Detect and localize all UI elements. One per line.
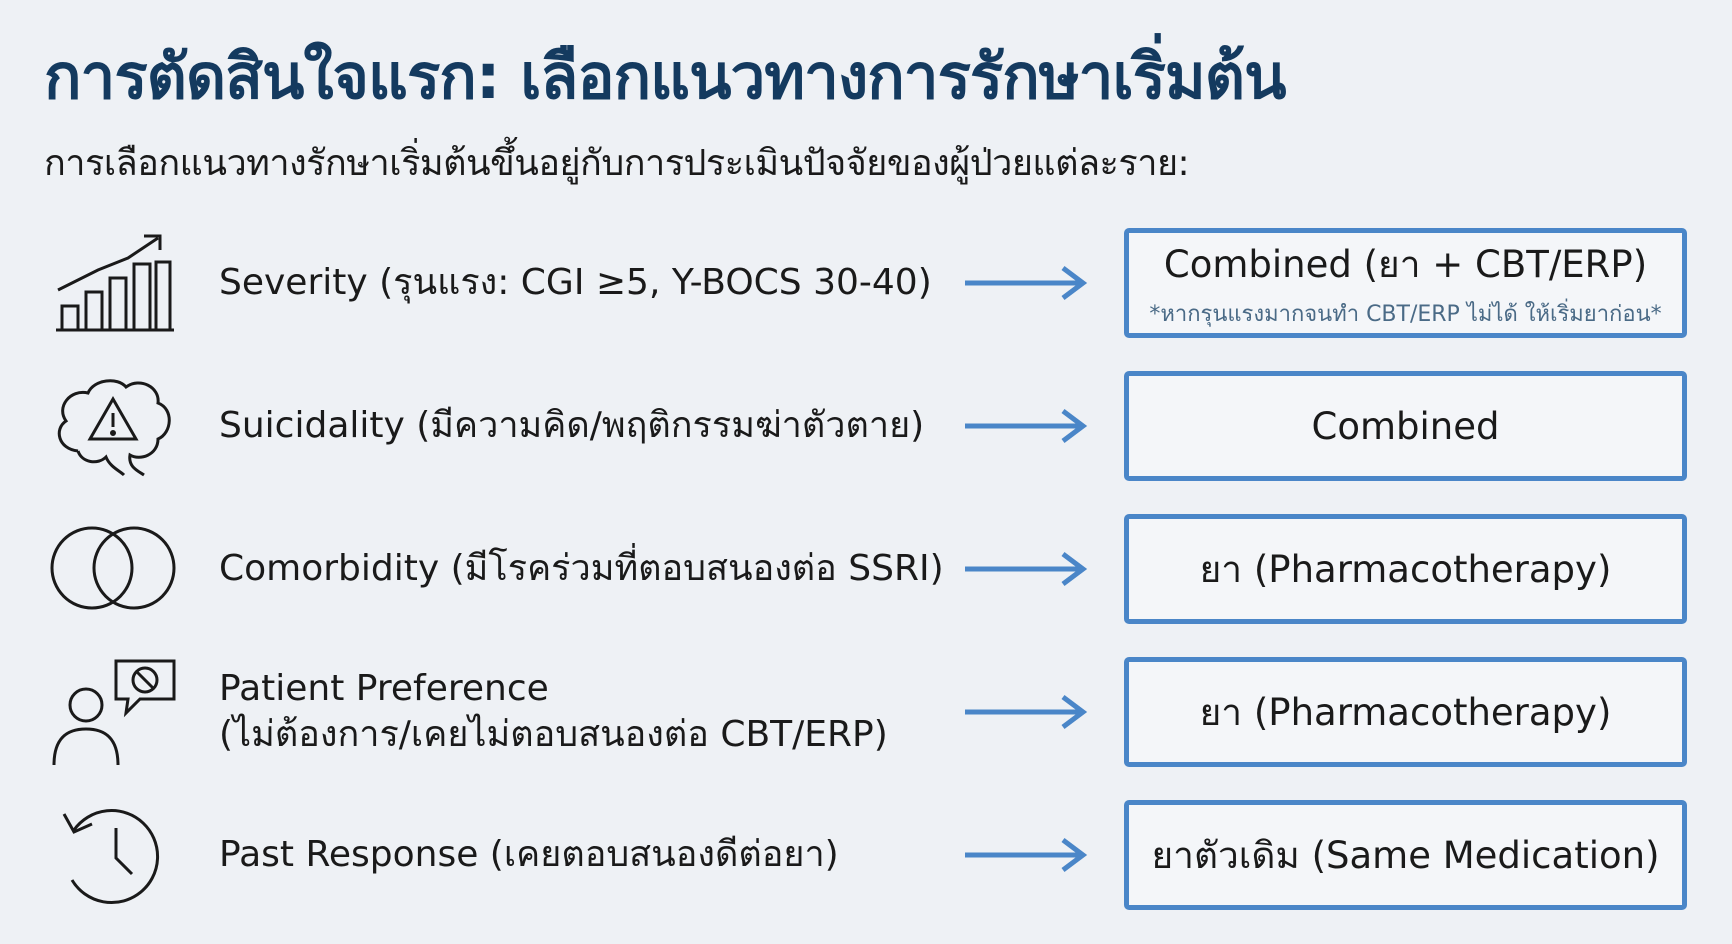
factor-label-line1: Patient Preference (219, 668, 549, 709)
decision-row-patient-preference: Patient Preference (ไม่ต้องการ/เคยไม่ตอบ… (0, 657, 1732, 767)
arrow-right-icon (965, 409, 1088, 443)
recommendation-text: ยา (Pharmacotherapy) (1199, 547, 1612, 591)
recommendation-note: *หากรุนแรงมากจนทำ CBT/ERP ไม่ได้ ให้เริ่… (1149, 302, 1662, 327)
decision-row-past-response: Past Response (เคยตอบสนองดีต่อยา) ยาตัวเ… (0, 800, 1732, 910)
decision-row-suicidality: Suicidality (มีความคิด/พฤติกรรมฆ่าตัวตาย… (0, 371, 1732, 481)
factor-label: Comorbidity (มีโรคร่วมที่ตอบสนองต่อ SSRI… (219, 548, 944, 589)
person-prohibited-icon (52, 659, 176, 766)
history-clock-icon (62, 809, 160, 904)
recommendation-box: ยา (Pharmacotherapy) (1124, 514, 1687, 624)
page-subtitle: การเลือกแนวทางรักษาเริ่มต้นขึ้นอยู่กับกา… (44, 143, 1190, 184)
recommendation-text: Combined (ยา + CBT/ERP) (1163, 243, 1648, 286)
recommendation-box: ยา (Pharmacotherapy) (1124, 657, 1687, 767)
page-title: การตัดสินใจแรก: เลือกแนวทางการรักษาเริ่ม… (44, 40, 1286, 113)
recommendation-text: ยาตัวเดิม (Same Medication) (1151, 833, 1660, 877)
arrow-right-icon (965, 552, 1088, 586)
bar-chart-growth-icon (56, 234, 174, 332)
decision-row-severity: Severity (รุนแรง: CGI ≥5, Y-BOCS 30-40) … (0, 228, 1732, 338)
factor-label: Past Response (เคยตอบสนองดีต่อยา) (219, 834, 839, 875)
recommendation-text: ยา (Pharmacotherapy) (1199, 690, 1612, 734)
factor-label: Patient Preference (ไม่ต้องการ/เคยไม่ตอบ… (219, 666, 888, 758)
factor-label: Severity (รุนแรง: CGI ≥5, Y-BOCS 30-40) (219, 262, 932, 303)
arrow-right-icon (965, 266, 1088, 300)
recommendation-box: ยาตัวเดิม (Same Medication) (1124, 800, 1687, 910)
factor-label: Suicidality (มีความคิด/พฤติกรรมฆ่าตัวตาย… (219, 405, 925, 446)
arrow-right-icon (965, 695, 1088, 729)
overlapping-circles-icon (50, 526, 176, 610)
recommendation-box: Combined (1124, 371, 1687, 481)
brain-warning-icon (57, 379, 171, 477)
arrow-right-icon (965, 838, 1088, 872)
recommendation-text: Combined (1311, 404, 1500, 448)
recommendation-box: Combined (ยา + CBT/ERP) *หากรุนแรงมากจนท… (1124, 228, 1687, 338)
decision-row-comorbidity: Comorbidity (มีโรคร่วมที่ตอบสนองต่อ SSRI… (0, 514, 1732, 624)
factor-label-line2: (ไม่ต้องการ/เคยไม่ตอบสนองต่อ CBT/ERP) (219, 714, 888, 755)
